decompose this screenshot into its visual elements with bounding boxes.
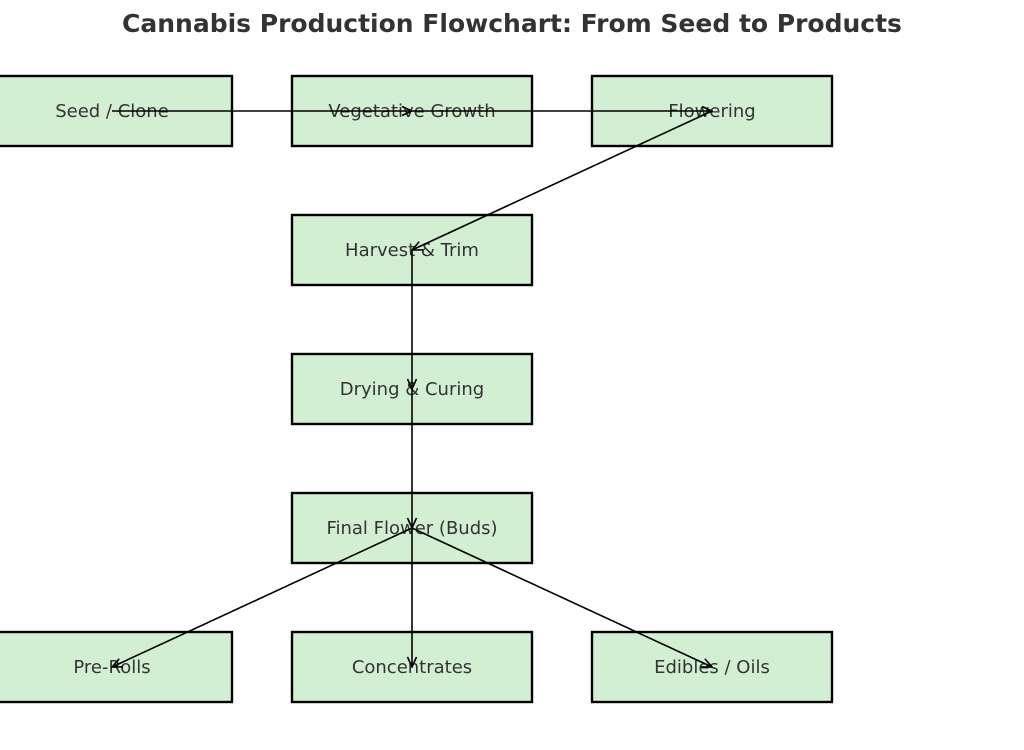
edges-layer (112, 111, 712, 667)
node-pre-rolls: Pre-Rolls (0, 630, 234, 704)
arrow-flowering-to-harvest-trim (412, 110, 713, 250)
arrow-final-flower-to-edibles-oils (411, 527, 712, 667)
node-label-edibles-oils: Edibles / Oils (654, 657, 770, 678)
arrow-final-flower-to-pre-rolls (112, 527, 413, 667)
node-label-pre-rolls: Pre-Rolls (73, 657, 150, 678)
diagram-title: Cannabis Production Flowchart: From Seed… (122, 9, 902, 38)
